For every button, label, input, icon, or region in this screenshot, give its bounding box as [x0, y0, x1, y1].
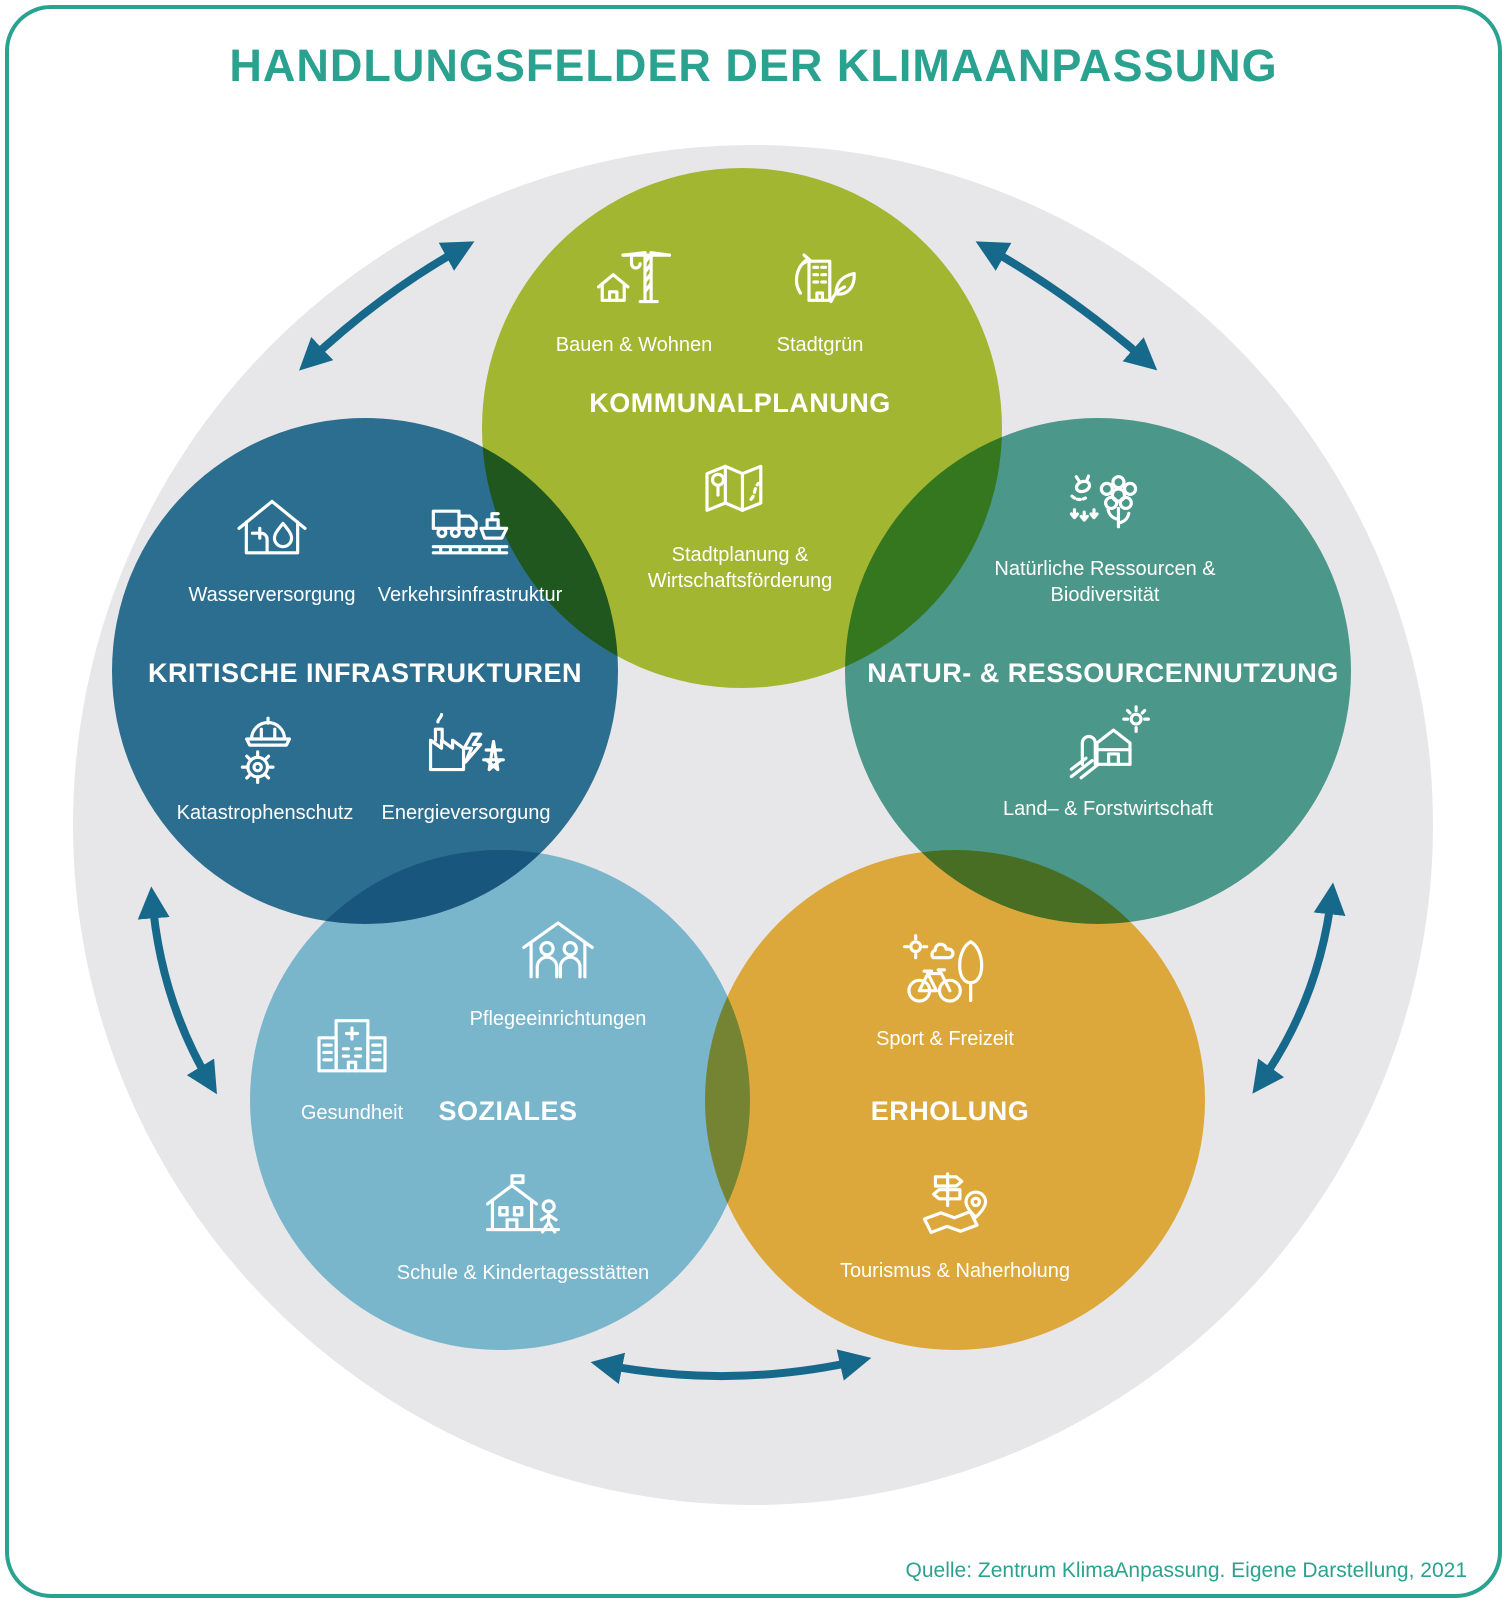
- item-label: Katastrophenschutz: [176, 802, 354, 824]
- item-wasserversorgung: Wasserversorgung: [162, 488, 382, 609]
- item-land-forstwirtschaft: Land– & Forstwirtschaft: [968, 702, 1248, 823]
- circle-natur-ressourcennutzung: [845, 418, 1351, 924]
- item-label: Pflegeeinrichtungen: [469, 1008, 647, 1030]
- circle-soziales: [250, 850, 750, 1350]
- item-schule-kitas: Schule & Kindertagesstätten: [373, 1166, 673, 1287]
- circle-title-natur-ressourcennutzung: NATUR- & RESSOURCENNUTZUNG: [867, 658, 1339, 688]
- circle-title-erholung: ERHOLUNG: [870, 1096, 1030, 1126]
- item-stadtplanung: Stadtplanung & Wirtschaftsförderung: [620, 448, 860, 594]
- item-label: Wasserversorgung: [188, 584, 356, 606]
- flower-bee-icon: [1069, 474, 1138, 529]
- hospital-icon: [317, 1019, 387, 1073]
- item-ressourcen-biodiversitaet: Natürliche Ressourcen & Biodiversität: [965, 462, 1245, 608]
- circle-title-kritische-infrastrukturen: KRITISCHE INFRASTRUKTUREN: [148, 658, 582, 688]
- circle-kritische-infrastrukturen: [112, 418, 618, 924]
- item-stadtgruen: Stadtgrün: [730, 238, 910, 359]
- item-label: Sport & Freizeit: [876, 1028, 1014, 1050]
- bicycle-park-icon: [903, 934, 984, 1003]
- item-bauen-wohnen: Bauen & Wohnen: [529, 238, 739, 359]
- school-child-icon: [485, 1174, 561, 1234]
- item-label: Gesundheit: [300, 1102, 404, 1124]
- item-label: Bauen & Wohnen: [555, 334, 713, 356]
- item-label: Land– & Forstwirtschaft: [1002, 798, 1214, 820]
- item-katastrophenschutz: Katastrophenschutz: [155, 706, 375, 827]
- item-sport-freizeit: Sport & Freizeit: [835, 932, 1055, 1053]
- green-building-icon: [794, 253, 856, 304]
- city-plan-map-icon: [705, 464, 763, 512]
- item-energieversorgung: Energieversorgung: [356, 706, 576, 827]
- construction-crane-house-icon: [596, 251, 672, 304]
- water-supply-house-icon: [237, 499, 307, 555]
- circle-erholung: [705, 850, 1205, 1350]
- signpost-map-icon: [922, 1172, 988, 1235]
- page-title: HANDLUNGSFELDER DER KLIMAANPASSUNG: [229, 40, 1278, 91]
- item-gesundheit: Gesundheit: [252, 1006, 452, 1127]
- farm-field-icon: [1069, 705, 1150, 780]
- circle-title-soziales: SOZIALES: [438, 1096, 578, 1126]
- item-label: Stadtplanung & Wirtschaftsförderung: [647, 544, 833, 592]
- item-pflegeeinrichtungen: Pflegeeinrichtungen: [438, 912, 678, 1033]
- item-tourismus-naherholung: Tourismus & Naherholung: [815, 1164, 1095, 1285]
- item-label: Energieversorgung: [381, 802, 551, 824]
- item-verkehrsinfrastruktur: Verkehrsinfrastruktur: [355, 488, 585, 609]
- helmet-gear-icon: [240, 716, 292, 784]
- item-label: Schule & Kindertagesstätten: [396, 1262, 650, 1284]
- item-label: Tourismus & Naherholung: [839, 1260, 1071, 1282]
- care-home-icon: [522, 921, 594, 979]
- transport-infrastructure-icon: [431, 509, 509, 555]
- source-caption: Quelle: Zentrum KlimaAnpassung. Eigene D…: [905, 1559, 1467, 1582]
- item-label: Natürliche Ressourcen & Biodiversität: [994, 558, 1216, 606]
- power-plant-icon: [428, 712, 505, 772]
- circle-title-kommunalplanung: KOMMUNALPLANUNG: [589, 388, 891, 418]
- item-label: Stadtgrün: [776, 334, 864, 356]
- item-label: Verkehrsinfrastruktur: [377, 584, 563, 606]
